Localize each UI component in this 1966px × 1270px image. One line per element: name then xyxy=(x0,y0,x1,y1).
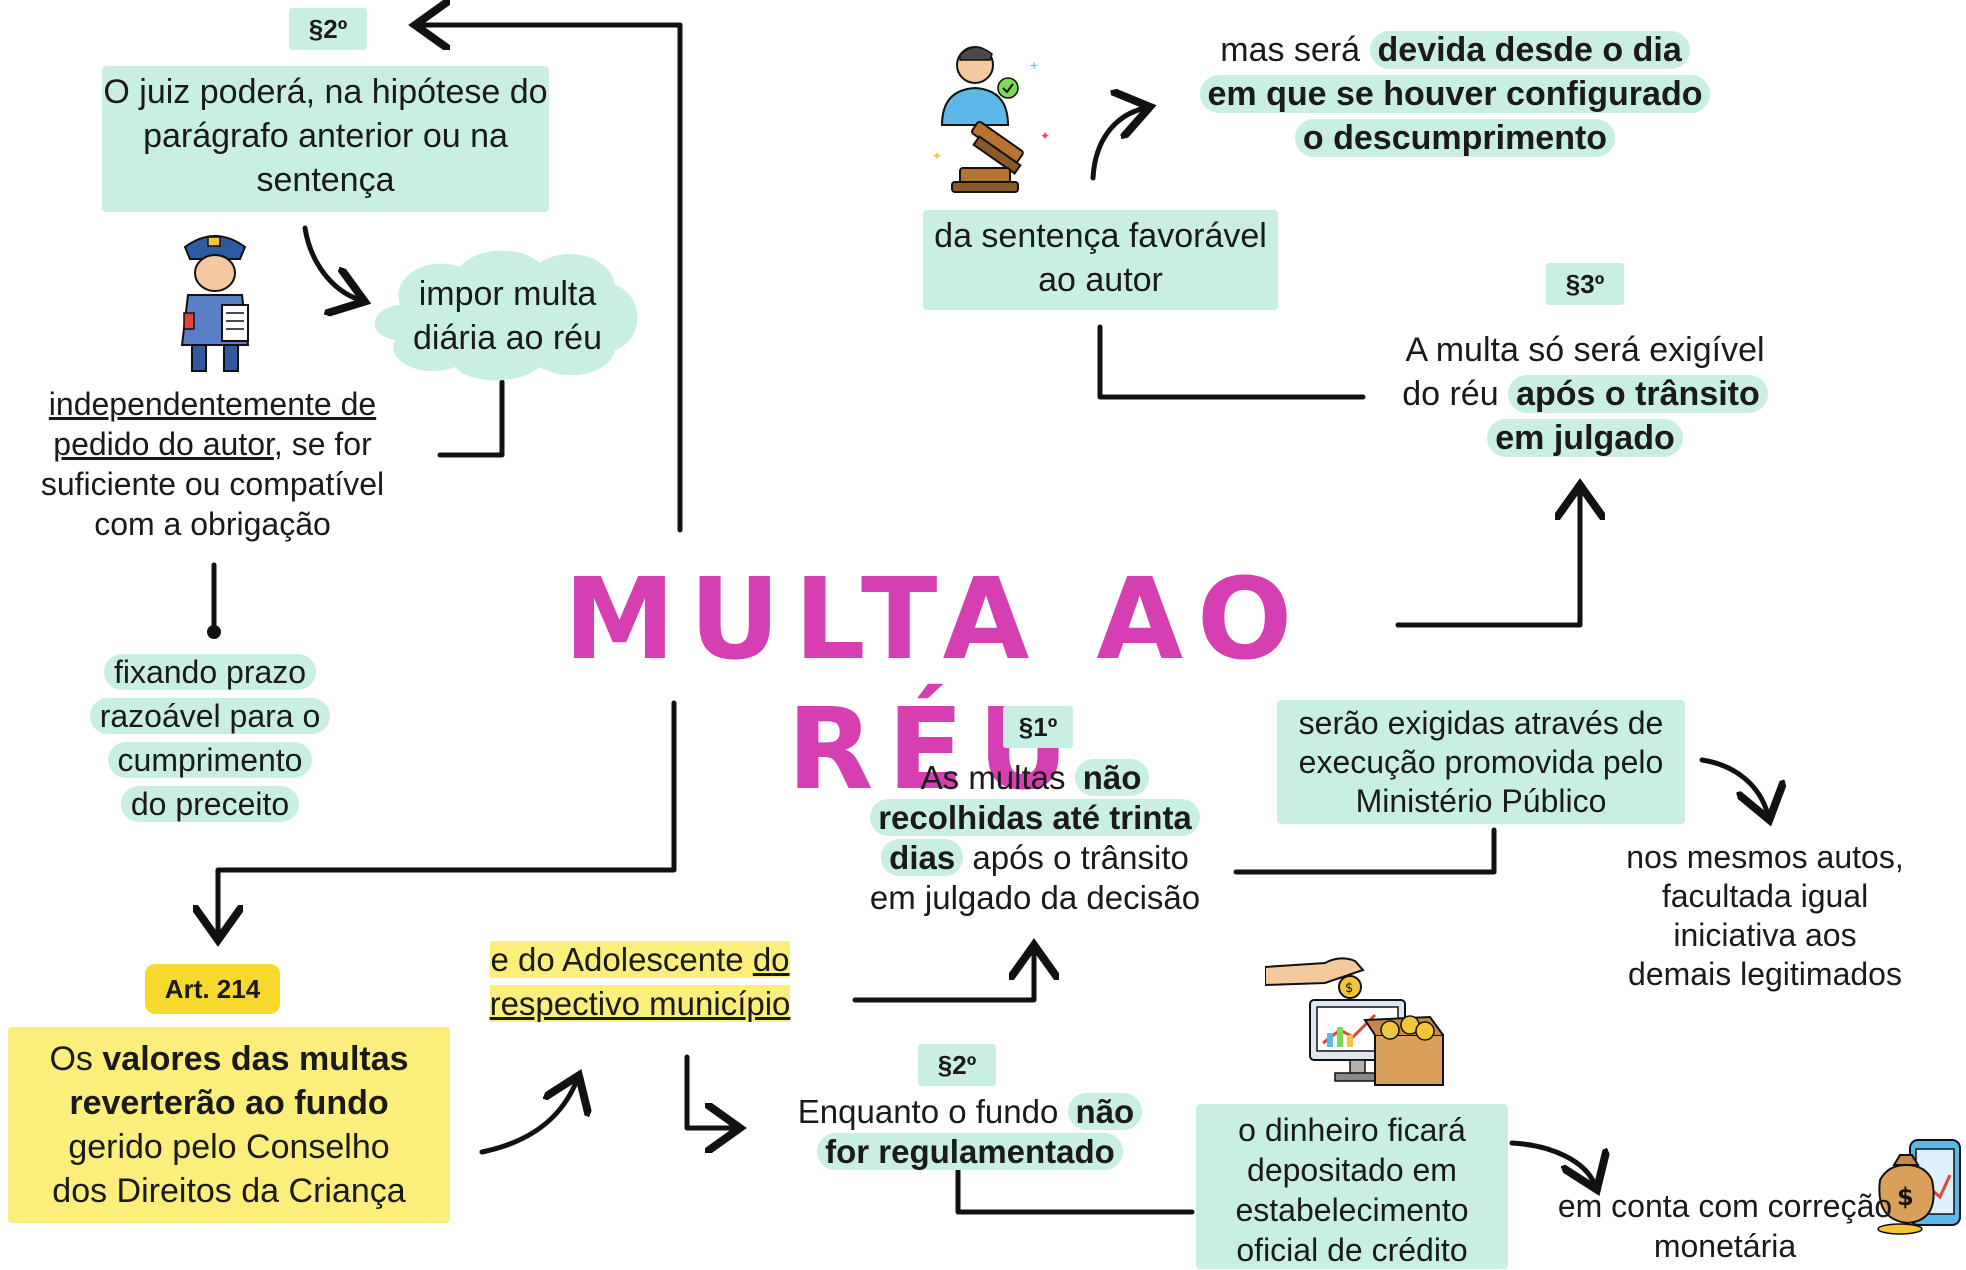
arrow-juiz-to-impor xyxy=(302,225,360,300)
line-p1-to-exigidas xyxy=(1233,827,1497,875)
policeman-icon xyxy=(180,235,250,372)
enquanto-regulamentado: for regulamentado xyxy=(817,1133,1123,1170)
arrow-title-to-art214 xyxy=(218,700,677,935)
line-impor-to-indep xyxy=(437,379,505,458)
enquanto-text: Enquanto o fundo não for regulamentado xyxy=(770,1092,1170,1172)
valores-direitos: dos Direitos da Criança xyxy=(52,1172,406,1210)
tag-paragraph-3: §3º xyxy=(1546,263,1624,305)
prazo-line-3: cumprimento xyxy=(107,742,313,778)
multas-julgado: em julgado da decisão xyxy=(869,879,1201,916)
valores-os: Os xyxy=(49,1040,103,1078)
arrow-title-to-p2 xyxy=(420,25,683,533)
svg-text:+: + xyxy=(1030,57,1038,73)
indep-underline-2: pedido do autor xyxy=(53,426,274,462)
svg-text:✦: ✦ xyxy=(1040,129,1050,143)
arrow-dinheiro-to-conta xyxy=(1509,1140,1595,1185)
arrow-valores-to-adolescente xyxy=(479,1080,577,1155)
tag-art-214: Art. 214 xyxy=(145,964,280,1014)
arrow-adolescente-to-p2b xyxy=(684,1054,735,1128)
valores-bold-1: valores das multas xyxy=(102,1040,409,1078)
multas-dias: dias xyxy=(881,839,964,876)
dinheiro-text: o dinheiro ficará depositado em estabele… xyxy=(1235,1112,1469,1268)
valores-box: Os valores das multas reverterão ao fund… xyxy=(8,1027,450,1223)
multas-pre: As multas xyxy=(920,759,1075,796)
independentemente-text: independentemente de pedido do autor, se… xyxy=(10,384,415,544)
prazo-line-2: razoável para o xyxy=(89,698,331,734)
arrow-title-to-p3 xyxy=(1395,490,1580,628)
sentenca-box: da sentença favorável ao autor xyxy=(923,210,1278,310)
impor-cloud xyxy=(374,250,638,381)
multas-nao: não xyxy=(1074,759,1150,796)
devida-bold-3: o descumprimento xyxy=(1294,119,1616,157)
multas-recolhidas: recolhidas até trinta xyxy=(870,799,1200,836)
line-end-dot xyxy=(207,625,221,639)
valores-gerido: gerido pelo Conselho xyxy=(68,1128,390,1166)
devida-bold-1: devida desde o dia xyxy=(1369,31,1690,69)
impor-text: impor multa diária ao réu xyxy=(412,275,602,357)
exigivel-bold-2: em julgado xyxy=(1487,419,1683,457)
prazo-line-4: do preceito xyxy=(120,786,300,822)
arrow-sentenca-to-mas xyxy=(1090,108,1145,181)
exigidas-text: serão exigidas através de execução promo… xyxy=(1298,705,1664,819)
arrow-adolescente-to-p1 xyxy=(852,950,1034,1003)
prazo-line-1: fixando prazo xyxy=(103,654,317,690)
indep-underline-1: independentemente de xyxy=(48,386,377,422)
conta-text: em conta com correção monetária xyxy=(1557,1188,1893,1264)
exigivel-bold-1: após o trânsito xyxy=(1508,375,1768,413)
devida-pre: mas será xyxy=(1220,31,1370,69)
multas-text: As multas não recolhidas até trinta dias… xyxy=(830,758,1240,918)
indep-rest-1: , se for xyxy=(273,426,372,462)
tag-paragraph-2-bottom: §2º xyxy=(918,1044,996,1086)
valores-bold-2: reverterão ao fundo xyxy=(69,1084,389,1122)
exigivel-line-2a: do réu xyxy=(1402,375,1509,413)
exigidas-box: serão exigidas através de execução promo… xyxy=(1277,700,1685,824)
money-bag-phone-icon: $ xyxy=(1877,1139,1961,1235)
indep-rest-2: suficiente ou compatível xyxy=(40,466,385,502)
multas-apos: após o trânsito xyxy=(963,839,1189,876)
line-p3-to-sentenca xyxy=(1097,324,1366,400)
enquanto-pre: Enquanto o fundo xyxy=(797,1093,1068,1130)
exigivel-text: A multa só será exigível do réu após o t… xyxy=(1350,328,1820,460)
adolescente-do: do xyxy=(752,941,790,978)
tag-paragraph-2-top: §2º xyxy=(289,8,367,50)
enquanto-nao: não xyxy=(1067,1093,1143,1130)
main-title: MULTA AO RÉU xyxy=(563,555,1307,815)
svg-text:$: $ xyxy=(1345,981,1353,996)
adolescente-text: e do Adolescente do respectivo município xyxy=(455,938,825,1026)
line-dinheiro-to-enquanto xyxy=(955,1167,1195,1215)
juiz-text: O juiz poderá, na hipótese do parágrafo … xyxy=(103,73,548,199)
svg-text:$: $ xyxy=(1897,1183,1914,1211)
adolescente-municipio: respectivo município xyxy=(489,985,791,1022)
devida-text: mas será devida desde o dia em que se ho… xyxy=(1155,28,1755,160)
indep-rest-3: com a obrigação xyxy=(94,506,331,542)
tag-paragraph-1: §1º xyxy=(1003,706,1073,748)
dinheiro-box: o dinheiro ficará depositado em estabele… xyxy=(1196,1104,1508,1269)
money-hand-icon: $ xyxy=(1265,957,1444,1086)
arrow-exigidas-to-mesmos xyxy=(1699,757,1768,815)
svg-text:✦: ✦ xyxy=(932,149,942,163)
judge-gavel-icon: + ✦ ✦ xyxy=(932,46,1050,193)
exigivel-line-1: A multa só será exigível xyxy=(1405,331,1765,369)
mesmos-text: nos mesmos autos, facultada igual inicia… xyxy=(1626,839,1904,992)
sentenca-text: da sentença favorável ao autor xyxy=(934,217,1267,299)
devida-bold-2: em que se houver configurado xyxy=(1199,75,1711,113)
adolescente-pre: e do Adolescente xyxy=(490,941,753,978)
juiz-box: O juiz poderá, na hipótese do parágrafo … xyxy=(102,66,549,212)
prazo-text: fixando prazo razoável para o cumpriment… xyxy=(60,650,360,826)
